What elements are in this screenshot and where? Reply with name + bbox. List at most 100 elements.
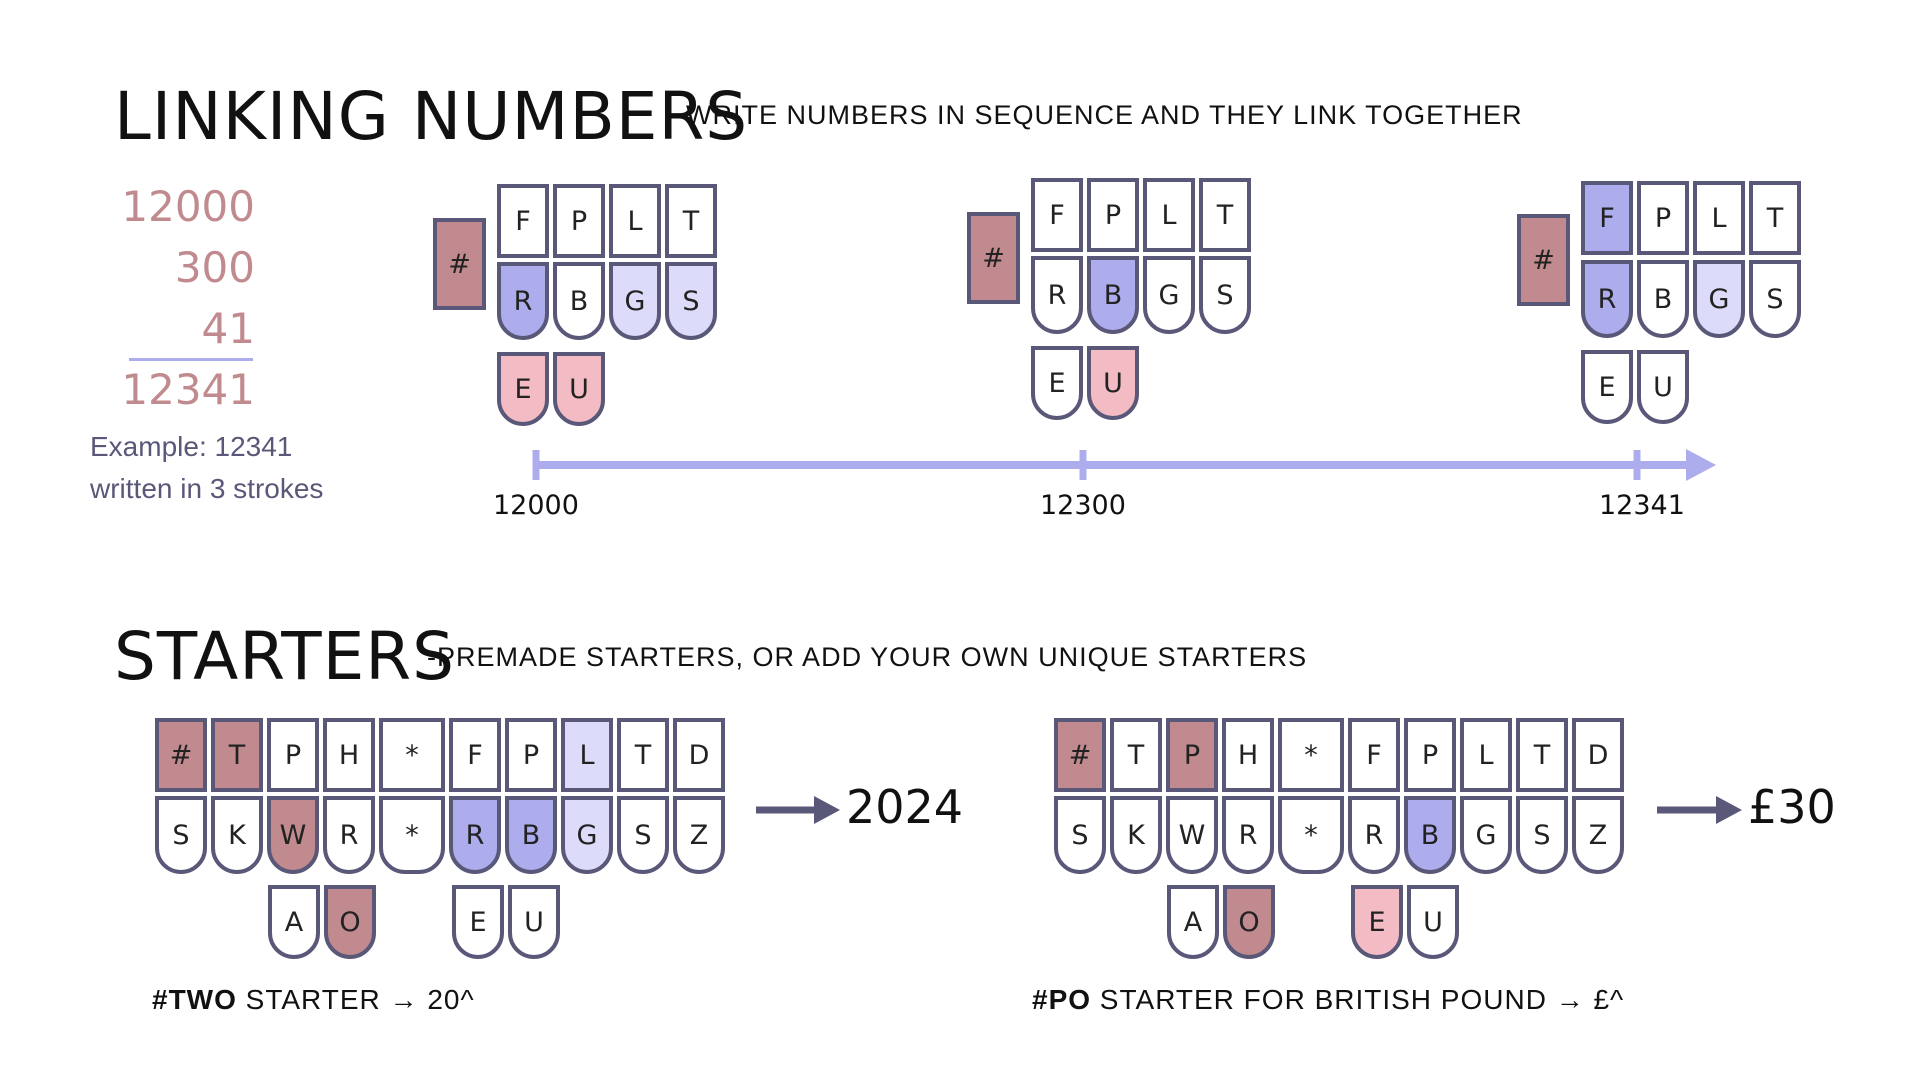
starters-subtitle: -PREMADE STARTERS, OR ADD YOUR OWN UNIQU…	[427, 642, 1308, 672]
stroke-2-key-bottom-g: G	[1143, 256, 1195, 334]
starter-1-key-top-8: L	[561, 718, 613, 792]
stroke-3-number-key: #	[1517, 214, 1570, 306]
stroke-2-key-top-p: P	[1087, 178, 1139, 252]
starter-2-key-bottom-5: *	[1278, 796, 1344, 874]
timeline-label-1: 12000	[493, 490, 579, 521]
starter-2-key-top-5: *	[1278, 718, 1344, 792]
stroke-1-vowel-e: E	[497, 352, 549, 426]
starter-2-key-bottom-10: Z	[1572, 796, 1624, 874]
caption-2-bold: #PO	[1032, 984, 1092, 1015]
stroke-2-key-bottom-r: R	[1031, 256, 1083, 334]
sum-divider	[129, 358, 253, 361]
starter-2-vowel-o: O	[1223, 885, 1275, 959]
starter-2-key-top-6: F	[1348, 718, 1400, 792]
stroke-1-key-bottom-b: B	[553, 262, 605, 340]
sum-addend-3: 41	[201, 304, 255, 353]
stroke-1-key-bottom-g: G	[609, 262, 661, 340]
starter-1-key-bottom-5: *	[379, 796, 445, 874]
starter-1-key-top-7: P	[505, 718, 557, 792]
starter-2-key-top-3: P	[1166, 718, 1218, 792]
starter-1-key-bottom-7: B	[505, 796, 557, 874]
starter-2-key-bottom-7: B	[1404, 796, 1456, 874]
sum-total: 12341	[121, 365, 255, 414]
starter-2-key-top-10: D	[1572, 718, 1624, 792]
stroke-1-key-bottom-r: R	[497, 262, 549, 340]
starter-2-key-bottom-9: S	[1516, 796, 1568, 874]
stroke-2-vowel-u: U	[1087, 346, 1139, 420]
starter-caption-1: #TWO STARTER → 20^	[152, 984, 475, 1016]
starter-1-key-top-3: P	[267, 718, 319, 792]
starter-2-key-top-4: H	[1222, 718, 1274, 792]
starter-2-key-bottom-1: S	[1054, 796, 1106, 874]
starter-1-key-top-10: D	[673, 718, 725, 792]
stroke-3-key-top-t: T	[1749, 181, 1801, 255]
starter-2-key-bottom-2: K	[1110, 796, 1162, 874]
stroke-1-key-top-t: T	[665, 184, 717, 258]
starter-1-key-bottom-3: W	[267, 796, 319, 874]
stroke-3-key-top-p: P	[1637, 181, 1689, 255]
starter-1-vowel-o: O	[324, 885, 376, 959]
stroke-2-key-top-t: T	[1199, 178, 1251, 252]
stroke-2-key-top-l: L	[1143, 178, 1195, 252]
caption-2-rest: STARTER FOR BRITISH POUND → £^	[1091, 984, 1625, 1015]
starter-1-vowel-a: A	[268, 885, 320, 959]
starter-1-key-bottom-9: S	[617, 796, 669, 874]
stroke-3-vowel-e: E	[1581, 350, 1633, 424]
stroke-3-key-top-f: F	[1581, 181, 1633, 255]
starter-2-key-bottom-6: R	[1348, 796, 1400, 874]
timeline-label-3: 12341	[1599, 490, 1685, 521]
starter-2-key-top-8: L	[1460, 718, 1512, 792]
timeline-label-2: 12300	[1040, 490, 1126, 521]
stroke-1-key-bottom-s: S	[665, 262, 717, 340]
stroke-1-key-top-p: P	[553, 184, 605, 258]
starter-1-key-top-1: #	[155, 718, 207, 792]
starter-1-key-bottom-4: R	[323, 796, 375, 874]
stroke-1-key-top-l: L	[609, 184, 661, 258]
starter-2-key-top-7: P	[1404, 718, 1456, 792]
starter-1-vowel-u: U	[508, 885, 560, 959]
stroke-2-key-top-f: F	[1031, 178, 1083, 252]
starter-1-key-bottom-6: R	[449, 796, 501, 874]
stroke-2-key-bottom-s: S	[1199, 256, 1251, 334]
stroke-2-number-key: #	[967, 212, 1020, 304]
starter-2-vowel-e: E	[1351, 885, 1403, 959]
starter-result-2: £30	[1748, 780, 1836, 834]
starter-2-key-top-1: #	[1054, 718, 1106, 792]
stroke-1-vowel-u: U	[553, 352, 605, 426]
stroke-1-key-top-f: F	[497, 184, 549, 258]
starter-1-key-top-4: H	[323, 718, 375, 792]
starter-1-vowel-e: E	[452, 885, 504, 959]
stroke-1-number-key: #	[433, 218, 486, 310]
stroke-2-vowel-e: E	[1031, 346, 1083, 420]
starter-1-key-bottom-8: G	[561, 796, 613, 874]
starter-result-1: 2024	[846, 780, 964, 834]
starter-2-vowel-u: U	[1407, 885, 1459, 959]
starter-1-key-bottom-2: K	[211, 796, 263, 874]
caption-1-bold: #TWO	[152, 984, 237, 1015]
starter-1-key-top-9: T	[617, 718, 669, 792]
stroke-2-key-bottom-b: B	[1087, 256, 1139, 334]
starter-1-key-top-6: F	[449, 718, 501, 792]
example-line-1: Example: 12341	[90, 431, 293, 462]
stroke-3-key-bottom-r: R	[1581, 260, 1633, 338]
example-line-2: written in 3 strokes	[90, 473, 324, 504]
caption-1-rest: STARTER → 20^	[236, 984, 475, 1015]
starter-caption-2: #PO STARTER FOR BRITISH POUND → £^	[1032, 984, 1624, 1016]
linking-title: LINKING NUMBERS	[114, 78, 749, 155]
stroke-3-vowel-u: U	[1637, 350, 1689, 424]
timeline-arrowhead	[1686, 449, 1716, 481]
starter-2-key-bottom-4: R	[1222, 796, 1274, 874]
stroke-3-key-top-l: L	[1693, 181, 1745, 255]
starter-1-key-bottom-1: S	[155, 796, 207, 874]
linking-subtitle: -WRITE NUMBERS IN SEQUENCE AND THEY LINK…	[676, 100, 1523, 130]
starter-2-key-top-9: T	[1516, 718, 1568, 792]
starters-title: STARTERS	[114, 618, 456, 695]
stroke-3-key-bottom-s: S	[1749, 260, 1801, 338]
stroke-3-key-bottom-b: B	[1637, 260, 1689, 338]
starter-2-key-bottom-8: G	[1460, 796, 1512, 874]
starter-1-key-top-2: T	[211, 718, 263, 792]
starter-1-key-top-5: *	[379, 718, 445, 792]
starter-2-key-top-2: T	[1110, 718, 1162, 792]
sum-addend-1: 12000	[121, 182, 255, 231]
